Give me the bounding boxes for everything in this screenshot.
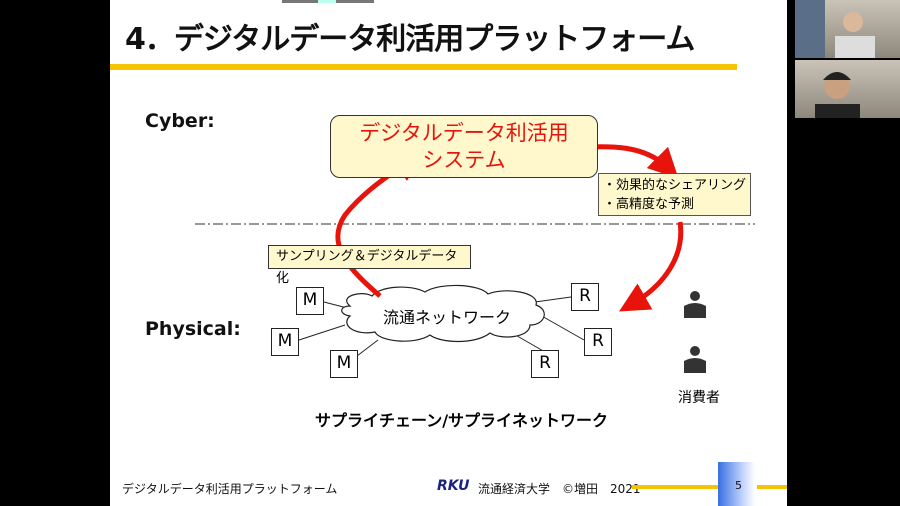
footer-line [757,485,787,489]
sampling-arrow [335,151,423,298]
cloud-shape [341,284,545,343]
system-line1: デジタルデータ利活用 [359,121,569,145]
retailer-node: R [531,350,559,378]
effect-item: ・高精度な予測 [603,197,695,212]
system-line2: システム [422,148,506,172]
slide-top-indicator [282,0,374,3]
consumer-icons [684,291,706,373]
physical-label: Physical: [145,318,241,340]
feedback-arrow [619,221,684,312]
cyber-label: Cyber: [145,110,215,132]
consumer-label: 消費者 [678,390,720,406]
title-underline [110,64,737,70]
network-cloud-label: 流通ネットワーク [383,308,512,327]
diagram-subtitle: サプライチェーン/サプライネットワーク [315,411,609,430]
effects-box: ・効果的なシェアリング ・高精度な予測 [598,173,751,216]
page-number: 5 [735,479,742,492]
system-box: デジタルデータ利活用 システム [330,115,598,178]
manufacturer-node: M [271,328,299,356]
slide-title: 4．デジタルデータ利活用プラットフォーム [125,22,695,57]
sampling-box: サンプリング＆デジタルデータ化 [268,245,471,286]
effect-item: ・効果的なシェアリング [603,178,747,193]
rku-logo: RKU [437,478,470,494]
footer-org: 流通経済大学 ©増田 2021 [478,482,641,496]
footer-line [632,485,718,489]
footer-title: デジタルデータ利活用プラットフォーム [122,482,338,496]
manufacturer-node: M [330,350,358,378]
manufacturer-node: M [296,287,324,315]
participant-video-2[interactable] [795,60,900,118]
retailer-node: R [584,328,612,356]
retailer-node: R [571,283,599,311]
participant-video-1[interactable] [795,0,900,58]
page-number-box [718,462,755,506]
